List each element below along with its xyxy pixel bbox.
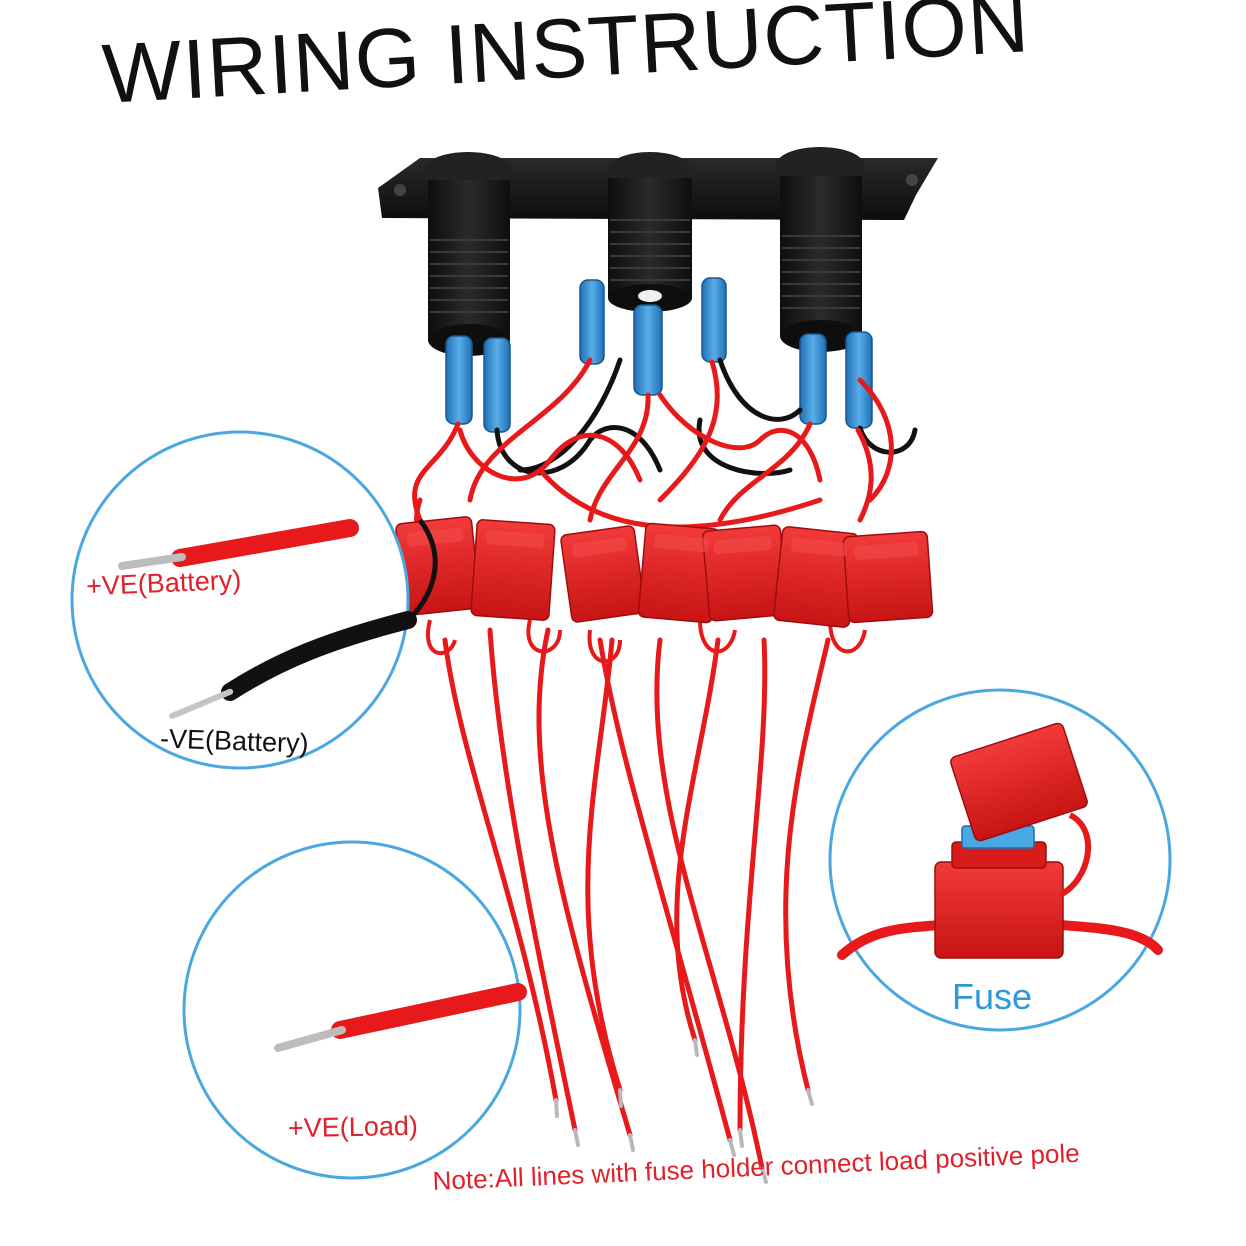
socket-right — [776, 147, 864, 352]
battery-negative-strands — [169, 688, 235, 719]
callout-battery-ring — [70, 430, 410, 770]
callout-load — [182, 840, 527, 1180]
spade-connectors — [445, 277, 873, 433]
battery-positive-wire — [171, 519, 359, 567]
socket-middle — [608, 152, 692, 312]
wire-tips — [554, 1038, 814, 1184]
load-positive-label: +VE(Load) — [287, 1110, 419, 1144]
fuse-holder-body — [934, 861, 1064, 959]
load-positive-terminal — [274, 1026, 346, 1052]
callout-fuse — [828, 688, 1172, 1032]
switch-panel — [378, 147, 938, 433]
led-indicator — [638, 290, 662, 302]
callout-battery — [70, 430, 438, 770]
battery-negative-label: -VE(Battery) — [159, 723, 310, 759]
callout-load-ring — [182, 840, 522, 1180]
mounting-hole-left — [394, 184, 406, 196]
fuse-holder-row — [395, 516, 934, 664]
mounting-hole-right — [906, 174, 918, 186]
socket-left — [424, 152, 512, 356]
load-wires — [442, 627, 831, 1171]
fuse-holder-cap — [950, 722, 1088, 842]
fuse-label: Fuse — [952, 976, 1033, 1017]
load-positive-wire — [331, 983, 527, 1039]
battery-negative-wire — [221, 611, 417, 701]
battery-positive-terminal — [118, 553, 186, 570]
